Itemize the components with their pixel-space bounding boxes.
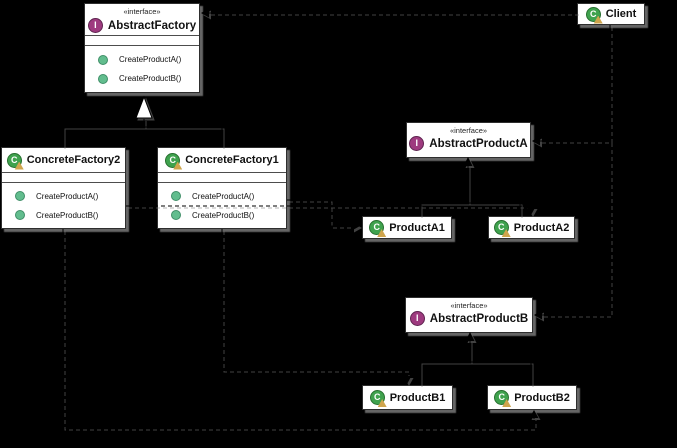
class-icon: C: [493, 220, 509, 235]
public-method-icon: [171, 210, 181, 220]
methods-compartment: CreateProductA() CreateProductB(): [2, 183, 125, 228]
class-title-compartment: «interface» I AbstractFactory: [85, 4, 199, 36]
dependency-connector-client-abstractproducta[interactable]: [532, 25, 611, 146]
class-node-product-a2[interactable]: C ProductA2: [488, 216, 575, 239]
method-row: CreateProductB(): [15, 206, 125, 224]
interface-icon: I: [87, 18, 103, 33]
class-name: ProductB1: [389, 391, 446, 404]
public-method-icon: [98, 73, 108, 84]
public-method-icon: [15, 210, 25, 220]
class-node-client[interactable]: C Client: [577, 3, 645, 25]
stereotype-label: «interface»: [450, 301, 488, 310]
class-icon: C: [6, 152, 22, 168]
class-name: ProductA1: [389, 221, 445, 234]
method-label: CreateProductA(): [119, 55, 182, 64]
class-icon: C: [369, 390, 385, 405]
class-icon: C: [165, 152, 181, 168]
class-node-concrete-factory2[interactable]: C ConcreteFactory2 CreateProductA() Crea…: [1, 147, 126, 229]
methods-compartment: CreateProductA() CreateProductB(): [85, 46, 199, 92]
interface-icon: I: [409, 136, 425, 151]
method-row: CreateProductB(): [98, 70, 199, 88]
dependency-connector-client-abstractfactory[interactable]: [201, 8, 577, 18]
interface-icon: I: [409, 311, 425, 326]
class-icon: C: [585, 6, 601, 22]
class-name: ConcreteFactory2: [26, 154, 121, 166]
class-node-product-b1[interactable]: C ProductB1: [362, 385, 453, 410]
method-label: CreateProductB(): [192, 210, 255, 220]
creates-connector-concretefactory1-producta1[interactable]: [287, 199, 360, 231]
class-icon: C: [494, 390, 510, 405]
class-node-abstract-product-a[interactable]: «interface» I AbstractProductA: [406, 122, 531, 158]
method-label: CreateProductB(): [36, 210, 99, 220]
realization-connector-products-abstractproductb[interactable]: [419, 332, 532, 385]
methods-compartment: CreateProductA() CreateProductB(): [158, 183, 286, 228]
stereotype-label: «interface»: [123, 7, 161, 16]
method-label: CreateProductB(): [119, 74, 182, 83]
public-method-icon: [171, 191, 181, 201]
class-name: AbstractProductA: [429, 137, 528, 150]
attributes-compartment: [2, 173, 125, 183]
class-name: AbstractProductB: [429, 312, 529, 325]
class-node-product-b2[interactable]: C ProductB2: [487, 385, 577, 410]
stereotype-label: «interface»: [449, 126, 488, 135]
class-node-abstract-product-b[interactable]: «interface» I AbstractProductB: [405, 297, 533, 333]
class-icon: C: [369, 220, 385, 235]
creates-connector-concretefactory1-productb1[interactable]: [221, 229, 412, 384]
public-method-icon: [15, 191, 25, 201]
class-node-concrete-factory1[interactable]: C ConcreteFactory1 CreateProductA() Crea…: [157, 147, 287, 229]
method-label: CreateProductA(): [192, 191, 255, 201]
public-method-icon: [98, 54, 108, 65]
class-title-compartment: C ConcreteFactory2: [2, 148, 125, 173]
class-name: ProductA2: [513, 221, 570, 234]
method-row: CreateProductA(): [171, 187, 286, 205]
realization-connector-products-abstractproducta[interactable]: [419, 157, 521, 216]
method-row: CreateProductA(): [15, 187, 125, 205]
method-row: CreateProductA(): [98, 51, 199, 69]
realization-connector-concretefactories-abstractfactory[interactable]: [62, 95, 223, 147]
class-name: AbstractFactory: [107, 19, 197, 32]
class-node-product-a1[interactable]: C ProductA1: [362, 216, 452, 239]
class-name: ProductB2: [514, 391, 570, 404]
method-label: CreateProductA(): [36, 191, 99, 201]
attributes-compartment: [158, 173, 286, 183]
class-name: Client: [605, 8, 637, 20]
attributes-compartment: [85, 36, 199, 46]
class-title-compartment: C ConcreteFactory1: [158, 148, 286, 173]
class-node-abstract-factory[interactable]: «interface» I AbstractFactory CreateProd…: [84, 3, 200, 93]
method-row: CreateProductB(): [171, 206, 286, 224]
class-name: ConcreteFactory1: [185, 154, 279, 166]
